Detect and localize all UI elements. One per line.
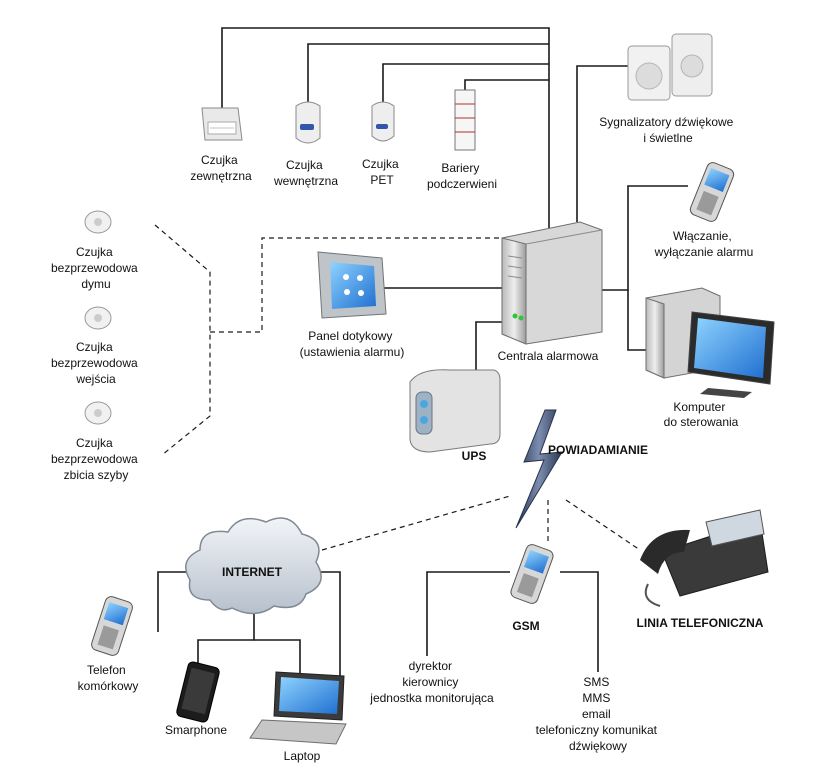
control-unit-label: Centrala alarmowa — [498, 349, 599, 363]
touch-panel-label: Panel dotykowy (ustawienia alarmu) — [300, 329, 405, 359]
pet-sensor-icon — [371, 101, 395, 142]
arm-disarm-label: Włączanie, wyłączanie alarmu — [654, 229, 754, 259]
ir-barrier-icon — [454, 89, 476, 151]
laptop-label: Laptop — [284, 749, 321, 763]
internet-label: INTERNET — [222, 565, 283, 579]
touch-panel-icon — [317, 251, 387, 319]
mobile-phone-label: Telefon komórkowy — [78, 663, 139, 693]
messages-label: SMS MMS email telefoniczny komunikat dźw… — [536, 675, 661, 753]
computer-label: Komputer do sterowania — [664, 400, 739, 429]
laptop-icon — [249, 671, 347, 745]
ups-icon — [409, 369, 501, 453]
desk-phone-icon — [640, 509, 769, 607]
gsm-phone-icon — [510, 544, 554, 604]
ir-barriers-label: Bariery podczerwieni — [427, 161, 497, 191]
entry-sensor-label: Czujka bezprzewodowa wejścia — [51, 340, 141, 386]
pet-sensor-label: Czujka PET — [362, 157, 402, 187]
internet-cloud-icon — [185, 517, 322, 615]
smartphone-label: Smarphone — [165, 723, 227, 737]
smartphone-icon — [176, 661, 220, 723]
gsm-label: GSM — [512, 619, 539, 633]
outdoor-sensor-icon — [201, 107, 243, 141]
siren-icon — [627, 33, 713, 101]
mobile-phone-bottom-icon — [91, 596, 133, 656]
smoke-sensor-label: Czujka bezprzewodowa dymu — [51, 245, 141, 291]
sirens-label: Sygnalizatory dźwiękowe i świetlne — [599, 115, 736, 145]
notification-bolt-icon — [515, 409, 563, 529]
mobile-phone-icon — [689, 162, 735, 222]
glass-sensor-label: Czujka bezprzewodowa zbicia szyby — [51, 436, 141, 482]
phone-line-label: LINIA TELEFONICZNA — [637, 616, 764, 630]
smoke-sensor-icon — [84, 210, 112, 234]
computer-icon — [645, 287, 775, 398]
wireless-links — [154, 224, 641, 551]
ups-label: UPS — [462, 449, 487, 463]
entry-sensor-icon — [84, 306, 112, 330]
control-unit-icon — [501, 221, 603, 345]
outdoor-sensor-label: Czujka zewnętrzna — [190, 153, 252, 183]
indoor-sensor-icon — [295, 101, 321, 144]
notification-label: POWIADAMIANIE — [548, 443, 648, 457]
recipients-label: dyrektor kierownicy jednostka monitorują… — [369, 659, 494, 705]
glass-break-sensor-icon — [84, 401, 112, 425]
indoor-sensor-label: Czujka wewnętrzna — [273, 158, 338, 188]
